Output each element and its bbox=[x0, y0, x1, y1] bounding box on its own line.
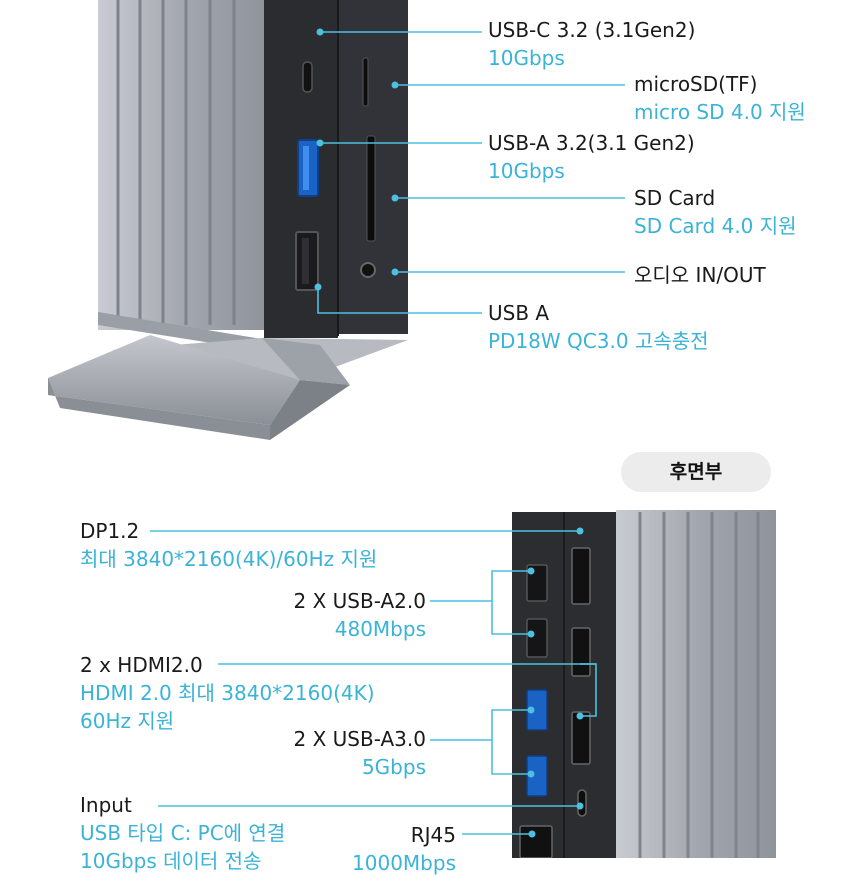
detail-usb-a-3-0: 5Gbps bbox=[361, 755, 426, 779]
label-sd-card: SD Card bbox=[634, 186, 716, 210]
label-audio: 오디오 IN/OUT bbox=[634, 263, 766, 287]
front-port-panel bbox=[264, 0, 408, 338]
label-microsd: microSD(TF) bbox=[634, 72, 758, 96]
label-usb-a-front: USB-A 3.2(3.1 Gen2) bbox=[488, 131, 695, 155]
detail-input-2: 10Gbps 데이터 전송 bbox=[80, 849, 262, 873]
label-usb-a-charging: USB A bbox=[488, 301, 550, 325]
audio-jack bbox=[360, 262, 376, 278]
rear-callout-lines bbox=[150, 530, 597, 835]
detail-dp: 최대 3840*2160(4K)/60Hz 지원 bbox=[80, 547, 378, 571]
hdmi-port bbox=[571, 711, 591, 765]
displayport-port bbox=[571, 547, 591, 605]
hdmi-port bbox=[571, 627, 591, 677]
rear-heatsink bbox=[616, 510, 776, 858]
detail-usb-a-2-0: 480Mbps bbox=[334, 617, 426, 641]
detail-usb-a-charging: PD18W QC3.0 고속충전 bbox=[488, 329, 709, 353]
rj45-port bbox=[519, 825, 553, 858]
label-dp: DP1.2 bbox=[80, 519, 140, 543]
sd-card-slot bbox=[366, 135, 376, 242]
detail-hdmi-2: 60Hz 지원 bbox=[80, 709, 175, 733]
label-hdmi: 2 x HDMI2.0 bbox=[80, 653, 203, 677]
detail-rj45: 1000Mbps bbox=[352, 851, 456, 875]
label-rj45: RJ45 bbox=[410, 823, 456, 847]
detail-sd-card: SD Card 4.0 지원 bbox=[634, 214, 797, 238]
detail-microsd: micro SD 4.0 지원 bbox=[634, 100, 806, 124]
product-spec-image: USB-C 3.2 (3.1Gen2) 10Gbps microSD(TF) m… bbox=[48, 0, 806, 875]
label-input: Input bbox=[80, 793, 132, 817]
front-stand bbox=[48, 335, 408, 440]
label-usb-a-3-0: 2 X USB-A3.0 bbox=[293, 727, 426, 751]
label-usb-a-2-0: 2 X USB-A2.0 bbox=[293, 589, 426, 613]
detail-hdmi: HDMI 2.0 최대 3840*2160(4K) bbox=[80, 681, 375, 705]
device-illustration bbox=[48, 0, 776, 858]
usb-c-port bbox=[302, 61, 313, 93]
usb-a-2-0-port bbox=[526, 618, 548, 658]
detail-usb-a-front: 10Gbps bbox=[488, 159, 565, 183]
front-heatsink bbox=[98, 0, 268, 352]
microsd-slot bbox=[362, 57, 369, 107]
rear-section-badge: 후면부 bbox=[621, 452, 771, 492]
detail-usb-c-front: 10Gbps bbox=[488, 46, 565, 70]
detail-input: USB 타입 C: PC에 연결 bbox=[80, 821, 286, 845]
front-callout-lines bbox=[317, 31, 625, 314]
usb-a-3-0-port bbox=[526, 755, 548, 797]
label-usb-c-front: USB-C 3.2 (3.1Gen2) bbox=[488, 18, 696, 42]
